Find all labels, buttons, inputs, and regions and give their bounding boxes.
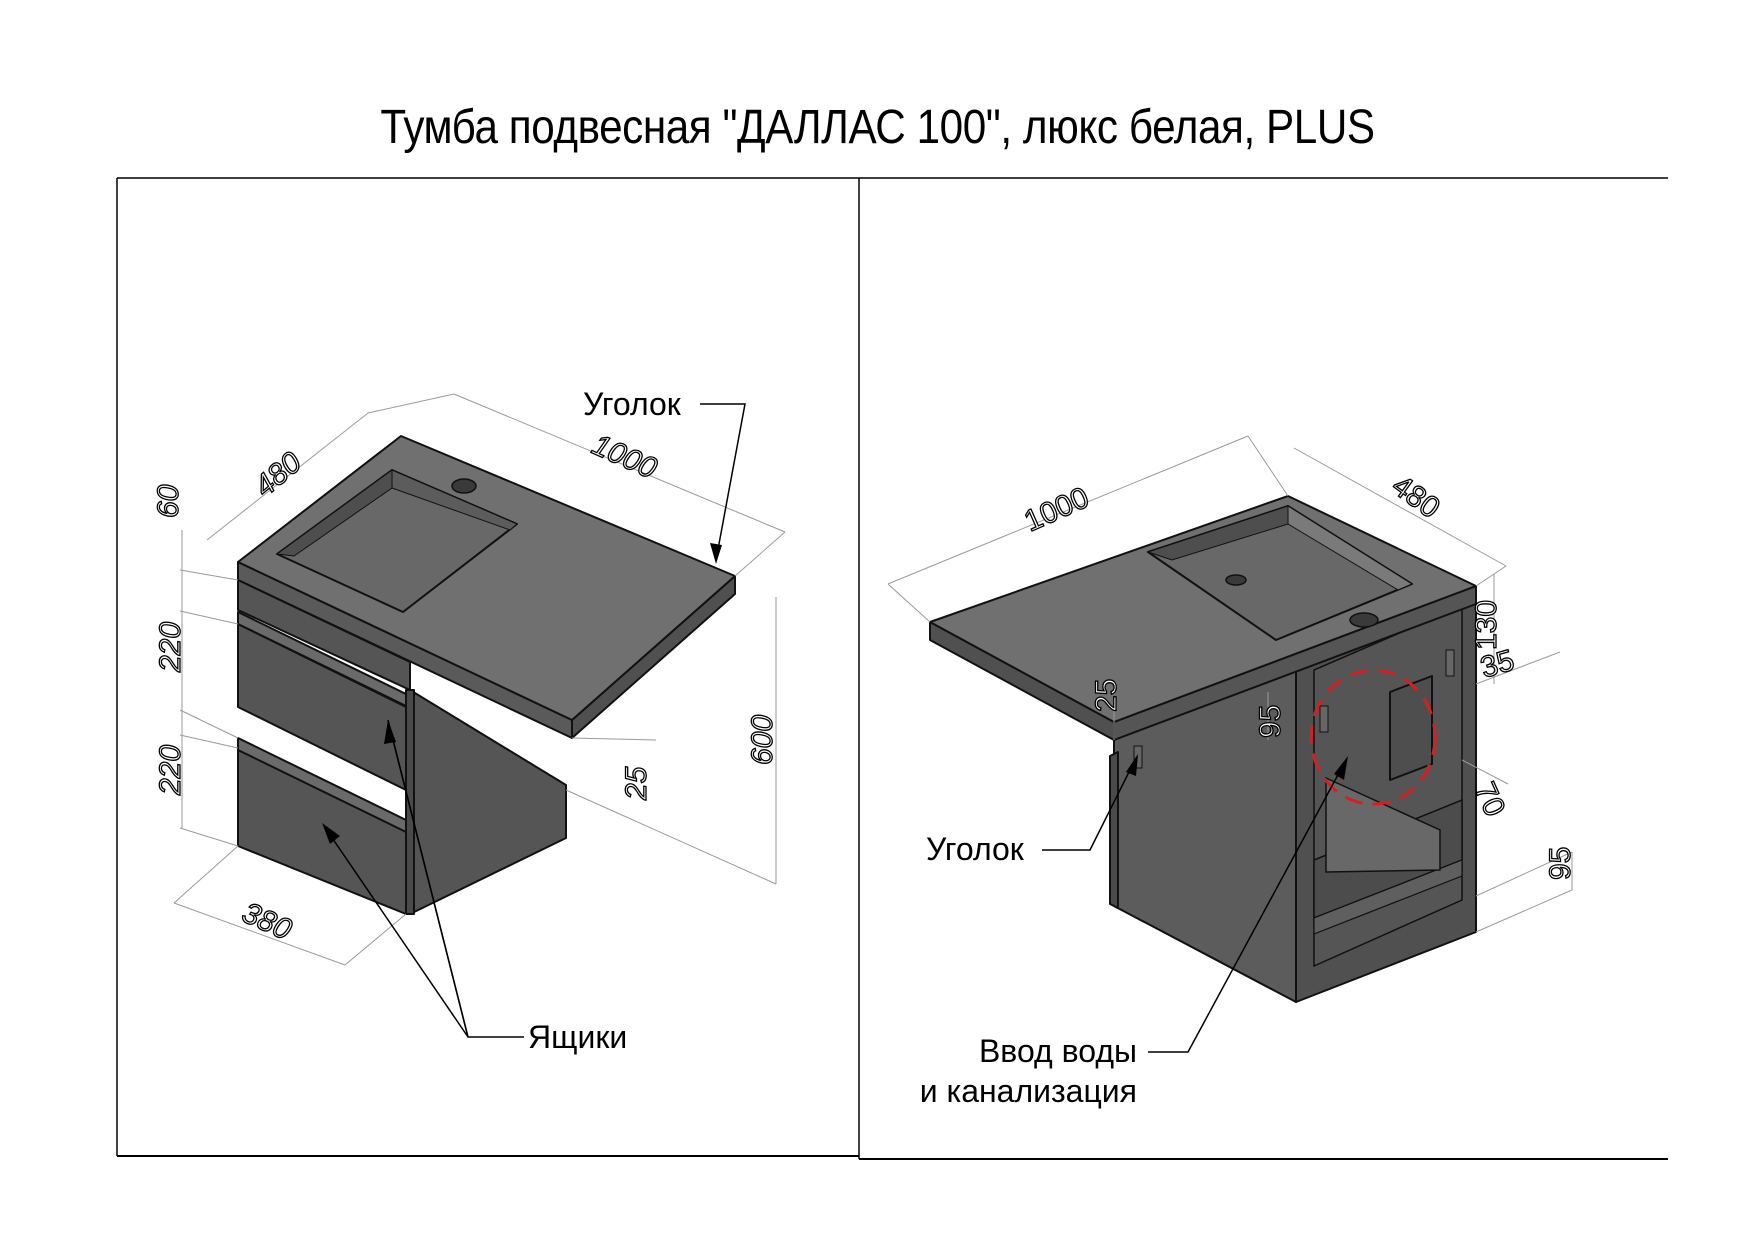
dimension-lines-right — [887, 435, 1573, 933]
inlet-highlight-circle — [1309, 668, 1437, 806]
dim-left-600: 600 — [746, 715, 779, 765]
bracket-icon — [1133, 745, 1143, 769]
faucet-hole-right — [1349, 612, 1379, 628]
drain-hole — [1225, 574, 1247, 586]
dim-right-130: 130 — [1470, 600, 1503, 650]
faucet-hole — [451, 478, 477, 494]
callout-leader-corner-right — [1042, 754, 1138, 851]
callout-leader-drawers — [322, 719, 524, 1038]
bracket-icon — [1319, 705, 1329, 733]
callout-leader-corner-left — [700, 403, 746, 564]
callout-corner-bracket-right: Уголок — [926, 831, 1025, 867]
drawing-title: Тумба подвесная "ДАЛЛАС 100", люкс белая… — [380, 101, 1375, 154]
left-isometric-view: 480 1000 60 220 220 600 25 380 Уголок Ящ… — [151, 386, 786, 1055]
dim-left-480: 480 — [248, 446, 308, 504]
dim-right-25: 25 — [1090, 679, 1123, 712]
dim-right-480: 480 — [1386, 469, 1446, 525]
right-isometric-view: 1000 480 25 95 130 35 70 95 Уголок Ввод … — [887, 435, 1578, 1109]
drawing-frame — [116, 177, 1668, 1160]
dim-right-1000: 1000 — [1019, 481, 1093, 538]
callout-corner-bracket-left: Уголок — [583, 386, 682, 422]
bracket-icon — [1445, 649, 1455, 677]
dim-left-220-top: 220 — [154, 622, 187, 673]
dim-right-95-bracket: 95 — [1254, 705, 1287, 738]
dim-left-380: 380 — [237, 896, 296, 947]
callout-water-inlet-line1: Ввод воды — [979, 1033, 1137, 1069]
dim-left-25: 25 — [620, 766, 653, 801]
dimension-lines-left — [173, 393, 786, 966]
inlet-box — [1389, 675, 1433, 781]
dim-left-1000: 1000 — [587, 428, 662, 485]
dim-left-220-bottom: 220 — [154, 745, 187, 796]
callout-drawers: Ящики — [528, 1019, 627, 1055]
callout-leader-water-inlet — [1148, 756, 1348, 1053]
callout-water-inlet-line2: и канализация — [920, 1073, 1137, 1109]
dim-left-60: 60 — [152, 484, 185, 518]
dim-right-95-bottom: 95 — [1544, 847, 1577, 880]
